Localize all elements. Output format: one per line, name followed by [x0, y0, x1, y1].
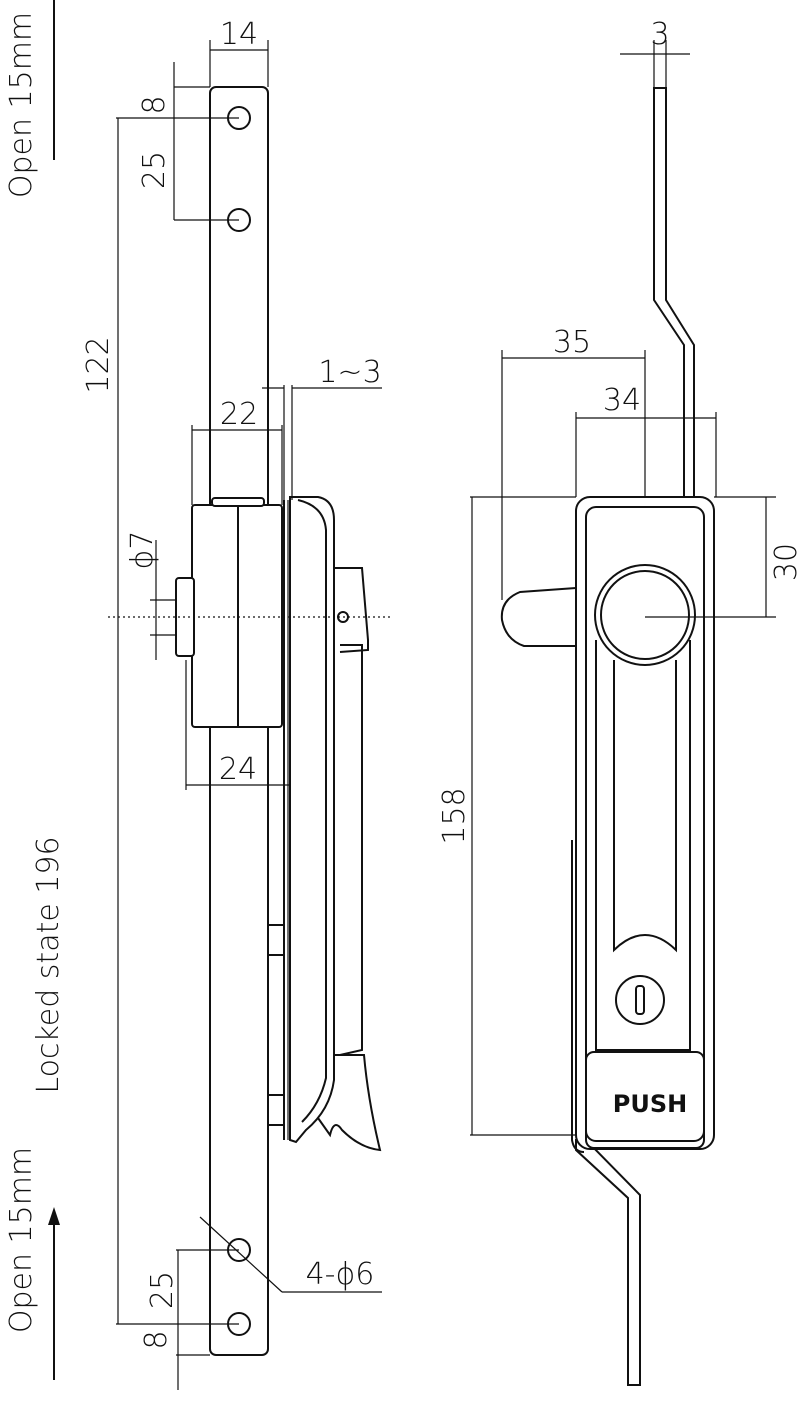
- bottom-hole-spacing-dim: 25: [145, 1271, 180, 1309]
- top-rod: [653, 87, 695, 498]
- bottom-hole-offset-dim: 8: [139, 1330, 174, 1349]
- top-hole-offset-dim: 8: [137, 95, 172, 114]
- gap-dim: 1~3: [318, 355, 381, 390]
- body-length-dim: 158: [437, 787, 472, 844]
- shaft-dia-dim: ϕ7: [125, 531, 160, 570]
- push-pad: [585, 1051, 705, 1149]
- overall-depth-dim: 24: [219, 752, 257, 787]
- body-width-dim: 22: [220, 397, 258, 432]
- open-top-label: Open 15mm: [4, 12, 39, 198]
- handle-profile: [289, 496, 335, 1144]
- pivot-knob: [594, 564, 696, 666]
- bottom-rod: [575, 1139, 641, 1386]
- hole-spec-dim: 4-ϕ6: [306, 1257, 375, 1292]
- push-label: PUSH: [613, 1090, 687, 1118]
- latch-tongue: [500, 587, 577, 647]
- keyhole-icon: [615, 975, 665, 1025]
- top-hole-spacing-dim: 25: [137, 151, 172, 189]
- top-width-dim: 14: [220, 17, 258, 52]
- handle-reach-dim: 35: [553, 325, 591, 360]
- front-view: PUSH 3 35 34 30 158: [437, 17, 800, 1386]
- handle-width-dim: 34: [603, 383, 641, 418]
- pivot-offset-dim: 30: [769, 543, 800, 581]
- locked-state-label: Locked state 196: [31, 836, 66, 1093]
- side-view: 14 8 25 Open 15mm 122 1~3 22 ϕ7: [4, 0, 392, 1390]
- rod-thickness-dim: 3: [650, 17, 669, 52]
- arrow-up-icon: [48, 1207, 60, 1380]
- open-bottom-label: Open 15mm: [4, 1147, 39, 1333]
- length-dim: 122: [81, 336, 116, 393]
